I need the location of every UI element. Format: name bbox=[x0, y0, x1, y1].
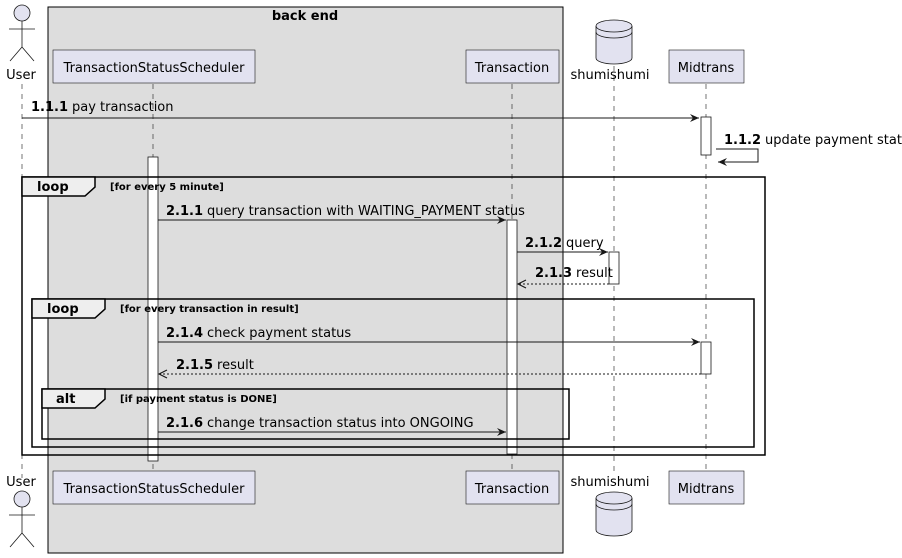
participant-user-top[interactable]: User bbox=[6, 4, 36, 83]
message-number: 1.1.2 bbox=[724, 133, 761, 148]
participant-midtrans-bottom[interactable]: Midtrans bbox=[668, 470, 745, 505]
message-2-1-1: 2.1.1 query transaction with WAITING_PAYM… bbox=[158, 204, 525, 224]
fragment-keyword: loop bbox=[37, 180, 69, 195]
fragment-loop-inner: loop [for every transaction in result] bbox=[31, 298, 755, 448]
message-number: 2.1.3 bbox=[535, 266, 572, 281]
message-1-1-1: 1.1.1 pay transaction bbox=[22, 100, 699, 122]
fragment-condition: [for every 5 minute] bbox=[110, 182, 224, 193]
database-icon bbox=[595, 19, 633, 65]
participant-user-bottom[interactable]: User bbox=[6, 475, 36, 548]
shumishumi-label-bottom: shumishumi bbox=[570, 475, 649, 490]
transaction-label-bottom: Transaction bbox=[474, 482, 549, 497]
fragment-keyword: loop bbox=[47, 302, 79, 317]
message-text: query bbox=[566, 236, 604, 251]
shumishumi-activation bbox=[608, 251, 620, 285]
midtrans-activation-1 bbox=[700, 116, 712, 156]
scheduler-label-top: TransactionStatusScheduler bbox=[63, 61, 246, 76]
fragment-alt: alt [if payment status is DONE] bbox=[41, 388, 570, 440]
message-text: change transaction status into ONGOING bbox=[207, 416, 474, 431]
transaction-label-top: Transaction bbox=[474, 61, 549, 76]
message-text: pay transaction bbox=[72, 100, 173, 115]
message-number: 1.1.1 bbox=[31, 100, 68, 115]
midtrans-label-bottom: Midtrans bbox=[678, 482, 735, 497]
message-number: 2.1.5 bbox=[176, 358, 213, 373]
fragment-condition: [for every transaction in result] bbox=[120, 304, 299, 315]
message-2-1-2: 2.1.2 query bbox=[517, 236, 608, 256]
message-2-1-3: 2.1.3 result bbox=[518, 266, 613, 284]
fragment-loop-outer: loop [for every 5 minute] bbox=[21, 176, 766, 456]
database-icon bbox=[595, 491, 633, 537]
midtrans-activation-2 bbox=[700, 341, 712, 375]
message-text: result bbox=[217, 358, 254, 373]
user-label-bottom: User bbox=[6, 475, 36, 490]
participant-shumishumi-bottom[interactable]: shumishumi bbox=[570, 475, 650, 537]
user-actor-icon bbox=[9, 490, 35, 548]
message-number: 2.1.1 bbox=[166, 204, 203, 219]
message-text: update payment status bbox=[765, 133, 902, 148]
transaction-activation bbox=[506, 219, 518, 455]
participant-scheduler-bottom[interactable]: TransactionStatusScheduler bbox=[52, 470, 256, 505]
group-title: back end bbox=[272, 9, 338, 24]
user-label-top: User bbox=[6, 68, 36, 83]
scheduler-activation bbox=[147, 156, 159, 462]
user-actor-icon bbox=[9, 4, 35, 62]
message-number: 2.1.2 bbox=[525, 236, 562, 251]
message-text: query transaction with WAITING_PAYMENT s… bbox=[207, 204, 525, 219]
midtrans-label-top: Midtrans bbox=[678, 61, 735, 76]
message-2-1-6: 2.1.6 change transaction status into ONGO… bbox=[158, 416, 506, 436]
participant-transaction-top[interactable]: Transaction bbox=[465, 49, 560, 84]
shumishumi-label-top: shumishumi bbox=[570, 68, 649, 83]
participant-scheduler-top[interactable]: TransactionStatusScheduler bbox=[52, 49, 256, 84]
fragment-condition: [if payment status is DONE] bbox=[120, 394, 277, 405]
message-2-1-5: 2.1.5 result bbox=[159, 358, 701, 374]
message-text: check payment status bbox=[207, 326, 351, 341]
message-number: 2.1.4 bbox=[166, 326, 203, 341]
message-text: result bbox=[576, 266, 613, 281]
participant-shumishumi-top[interactable]: shumishumi bbox=[570, 19, 650, 83]
scheduler-label-bottom: TransactionStatusScheduler bbox=[63, 482, 246, 497]
participant-midtrans-top[interactable]: Midtrans bbox=[668, 49, 745, 84]
message-2-1-4: 2.1.4 check payment status bbox=[158, 326, 700, 346]
message-1-1-2: 1.1.2 update payment status bbox=[716, 133, 902, 166]
fragment-keyword: alt bbox=[56, 392, 75, 407]
message-number: 2.1.6 bbox=[166, 416, 203, 431]
back-end-group: back end bbox=[47, 6, 564, 554]
participant-transaction-bottom[interactable]: Transaction bbox=[465, 470, 560, 505]
